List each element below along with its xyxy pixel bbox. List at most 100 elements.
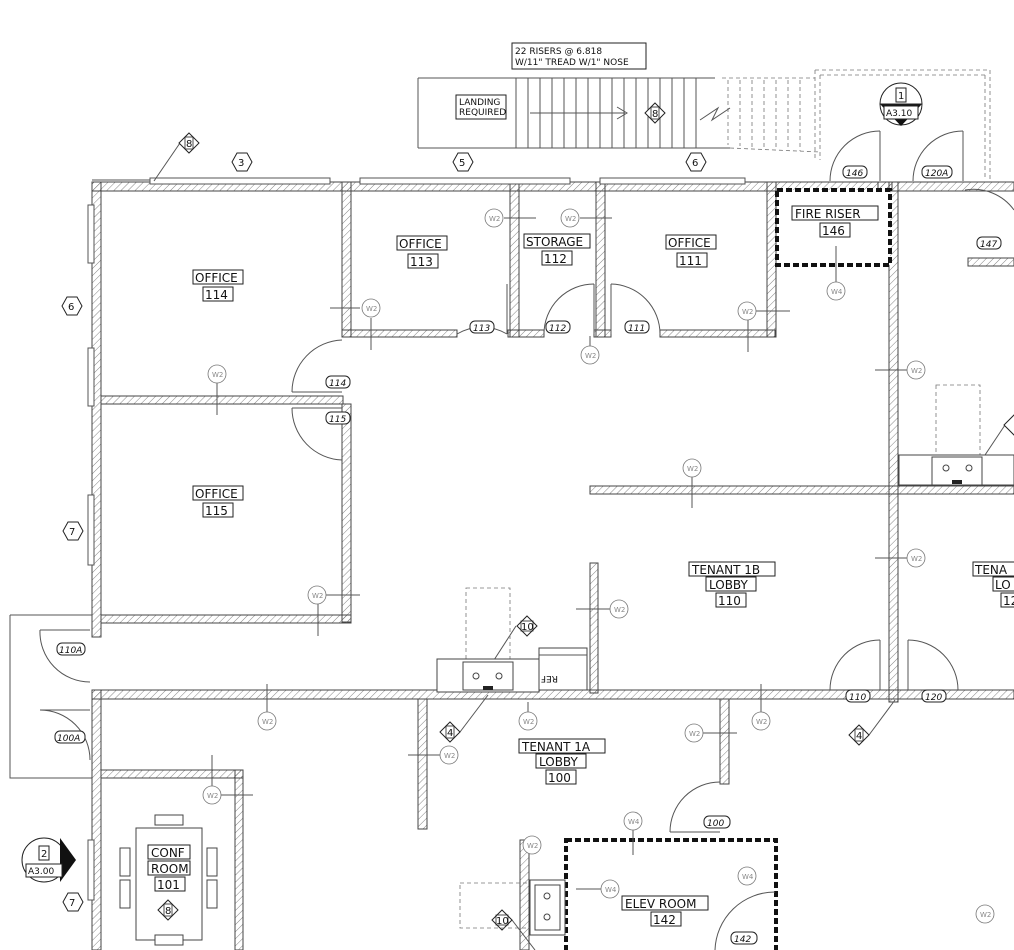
svg-text:111: 111	[628, 324, 645, 334]
svg-text:4: 4	[447, 728, 453, 739]
svg-text:4: 4	[856, 731, 862, 742]
hex-tag-6-side: 6	[61, 296, 83, 316]
svg-text:146: 146	[846, 169, 863, 179]
wall-tag-w2: W2	[307, 585, 360, 636]
svg-text:113: 113	[473, 324, 490, 334]
wall-tag-w2: W2	[682, 458, 702, 508]
stair: 22 RISERS @ 6.818 W/11" TREAD W/1" NOSE	[417, 42, 991, 180]
kitchenette-elev	[459, 879, 566, 936]
diamond-tag-10-sink: 10	[493, 615, 538, 661]
wall-tag-w2: W2	[580, 336, 600, 365]
svg-text:W2: W2	[565, 215, 576, 223]
svg-text:ELEV ROOM: ELEV ROOM	[625, 897, 696, 911]
svg-text:LOBBY: LOBBY	[709, 578, 749, 592]
kitchenette-lobby: REF	[436, 587, 588, 693]
elev-room-wall	[564, 838, 778, 950]
wall-tag-w2: W2	[484, 208, 536, 228]
svg-text:100: 100	[707, 819, 724, 829]
door-tag-100a: 100A	[54, 730, 86, 744]
svg-text:W2: W2	[207, 792, 218, 800]
svg-text:142: 142	[653, 913, 676, 927]
svg-text:W2: W2	[687, 465, 698, 473]
svg-text:W4: W4	[742, 873, 754, 881]
room-label-fire-riser-146: FIRE RISER 146	[791, 205, 879, 238]
svg-text:W2: W2	[262, 718, 273, 726]
svg-text:W4: W4	[628, 818, 640, 826]
svg-text:OFFICE: OFFICE	[668, 236, 711, 250]
svg-text:10: 10	[496, 916, 509, 927]
svg-text:120: 120	[925, 693, 942, 703]
door-tag-110: 110	[845, 689, 871, 703]
svg-text:115: 115	[329, 415, 346, 425]
svg-text:146: 146	[822, 224, 845, 238]
svg-text:W2: W2	[527, 842, 538, 850]
door-tag-111: 111	[624, 320, 650, 334]
section-1-sheet: A3.10	[886, 109, 912, 119]
svg-text:W2: W2	[911, 367, 922, 375]
room-label-tenant-1a-lobby: TENANT 1A LOBBY 100	[518, 738, 606, 785]
kitchenette-right	[898, 384, 1014, 486]
svg-text:142: 142	[734, 935, 751, 945]
svg-text:W2: W2	[614, 606, 625, 614]
svg-text:W2: W2	[980, 911, 991, 919]
section-1-number: 1	[898, 91, 904, 102]
stair-dashed-upper	[699, 69, 991, 180]
stair-note-box	[511, 42, 647, 70]
wall-tag-w2: W2	[207, 364, 227, 415]
wall-tag-w2: W2	[684, 723, 737, 743]
wall-tag-w4: W4	[576, 879, 620, 899]
walls	[9, 177, 1014, 950]
svg-text:8: 8	[165, 906, 171, 917]
section-2-number: 2	[41, 849, 47, 860]
hex-tag-3: 3	[231, 152, 253, 172]
svg-text:110: 110	[849, 693, 866, 703]
wall-tag-w2: W2	[560, 208, 612, 228]
svg-text:6: 6	[692, 158, 698, 169]
wall-tag-w2: W2	[257, 684, 277, 731]
svg-text:W2: W2	[689, 730, 700, 738]
door-tag-120: 120	[921, 689, 947, 703]
room-label-conf-room: CONF ROOM 101 8	[119, 814, 218, 946]
diamond-tag-8-top: 8	[153, 132, 200, 182]
svg-text:120A: 120A	[925, 169, 948, 179]
wall-tags: W2 W2 W2 W2 W4 W2 W2 W2 W2 W2 W2 W2 W2 W…	[202, 208, 995, 924]
svg-text:W2: W2	[756, 718, 767, 726]
svg-text:TENA: TENA	[974, 563, 1008, 577]
svg-text:OFFICE: OFFICE	[195, 487, 238, 501]
diamond-tag-10-elev: 10	[491, 909, 536, 950]
wall-tag-w2: W2	[576, 599, 629, 619]
svg-text:FIRE RISER: FIRE RISER	[795, 207, 861, 221]
room-label-office-111: OFFICE 111	[665, 234, 717, 268]
ref-label: REF	[541, 673, 558, 683]
svg-text:101: 101	[157, 878, 180, 892]
wall-tag-w2: W2	[875, 360, 926, 380]
svg-text:3: 3	[238, 158, 244, 169]
wall-tag-w4: W4	[737, 866, 757, 886]
svg-text:110A: 110A	[59, 646, 82, 656]
section-mark-1: 1 A3.10	[879, 82, 923, 126]
diamond-tag-4-right: 4	[848, 699, 896, 746]
hex-tag-5: 5	[452, 152, 474, 172]
svg-text:8: 8	[186, 139, 192, 150]
door-tag-146: 146	[842, 165, 868, 179]
svg-text:LOBBY: LOBBY	[539, 755, 579, 769]
wall-tag-w2: W2	[202, 755, 253, 805]
room-label-tenant-1b-lobby: TENANT 1B LOBBY 110	[688, 561, 776, 608]
doors	[39, 130, 1014, 950]
svg-text:100A: 100A	[57, 734, 80, 744]
svg-text:LO: LO	[995, 578, 1011, 592]
wall-tag-w2: W2	[408, 745, 459, 765]
svg-text:115: 115	[205, 504, 228, 518]
svg-text:112: 112	[549, 324, 566, 334]
svg-text:W2: W2	[366, 305, 377, 313]
svg-text:100: 100	[548, 771, 571, 785]
door-tag-142: 142	[730, 931, 758, 945]
door-tag-147: 147	[976, 236, 1002, 250]
door-tag-113: 113	[469, 320, 495, 334]
room-label-office-115: OFFICE 115	[192, 485, 244, 518]
door-tag-110a: 110A	[56, 642, 86, 656]
wall-tag-w2: W2	[737, 301, 790, 352]
stair-note-line2: W/11" TREAD W/1" NOSE	[515, 58, 629, 68]
room-label-elev-room: ELEV ROOM 142	[621, 895, 709, 927]
